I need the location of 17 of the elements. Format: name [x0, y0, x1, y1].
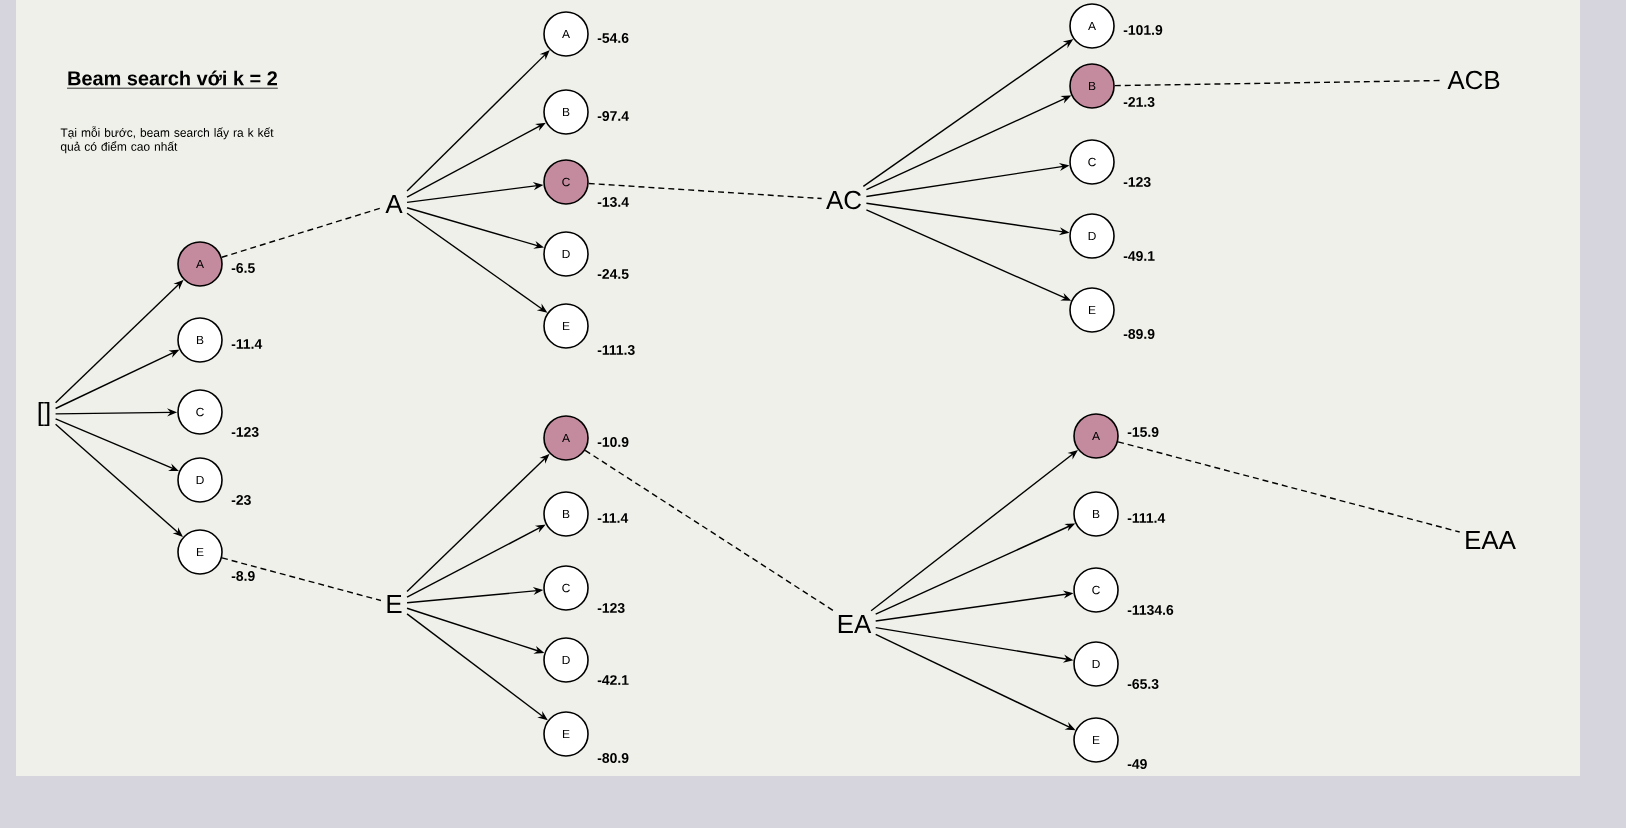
dotted-link	[221, 207, 382, 258]
dotted-link	[221, 557, 382, 602]
arrow	[406, 50, 550, 192]
state-label: EAA	[1466, 531, 1516, 549]
state-label: EA	[838, 615, 872, 633]
arrow	[54, 423, 183, 537]
dotted-link	[584, 449, 835, 612]
state-label: ACB	[1447, 70, 1500, 90]
title: Beam search với k = 2	[66, 70, 279, 89]
state-label: A	[385, 195, 403, 213]
state-label: E	[387, 595, 402, 613]
state-label: []	[38, 401, 50, 427]
arrow	[870, 450, 1078, 612]
dotted-link	[1117, 441, 1461, 533]
dotted-link	[1114, 79, 1444, 87]
state-label: AC	[826, 190, 861, 210]
dotted-link	[588, 182, 823, 200]
